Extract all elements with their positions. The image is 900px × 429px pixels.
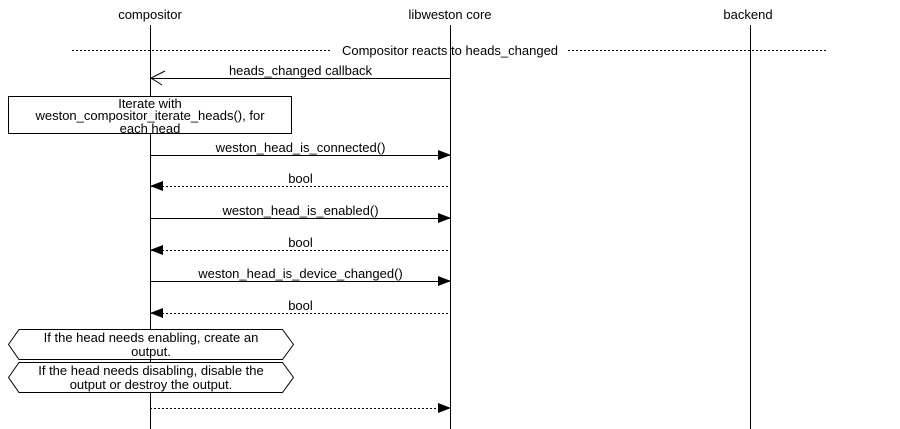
lifeline-libweston-core (450, 25, 451, 429)
filled-arrowhead-right-icon (438, 403, 451, 413)
message-bool-return-3: bool (150, 298, 451, 325)
hex-note-text: If the head needs disabling, disable the… (8, 364, 294, 391)
filled-arrowhead-left-icon (150, 245, 163, 255)
open-arrowhead-left-icon (149, 69, 166, 87)
message-label: bool (288, 235, 313, 250)
hex-note-enabling: If the head needs enabling, create an ou… (8, 329, 294, 360)
message-line (150, 218, 451, 219)
note-iterate-heads: Iterate with weston_compositor_iterate_h… (8, 96, 292, 136)
message-bool-return-1: bool (150, 171, 451, 198)
message-label: heads_changed callback (228, 63, 373, 78)
lifeline-compositor (150, 25, 151, 429)
hex-note-disabling: If the head needs disabling, disable the… (8, 362, 294, 393)
hexagon-outline (8, 362, 294, 393)
note-text-line: weston_compositor_iterate_heads(), for (35, 108, 265, 124)
message-line (150, 155, 451, 156)
message-line (150, 186, 451, 187)
filled-arrowhead-right-icon (438, 150, 451, 160)
filled-arrowhead-right-icon (438, 276, 451, 286)
lifeline-backend (750, 25, 751, 429)
note-text-line: output or destroy the output. (69, 376, 233, 392)
note-text-line: output. (131, 343, 171, 359)
message-label: weston_head_is_connected() (215, 140, 386, 155)
hexagon-outline (8, 329, 294, 360)
participant-label-backend: backend (723, 7, 773, 22)
message-line (150, 78, 451, 79)
divider-dotted-line-left (72, 50, 332, 51)
message-label: weston_head_is_device_changed() (198, 266, 403, 281)
message-unlabeled-return (150, 393, 451, 420)
message-bool-return-2: bool (150, 235, 451, 262)
participant-label-libweston-core: libweston core (408, 7, 492, 22)
message-weston-head-is-enabled: weston_head_is_enabled() (150, 203, 451, 230)
message-label: weston_head_is_enabled() (222, 203, 379, 218)
message-line (150, 281, 451, 282)
filled-arrowhead-left-icon (150, 181, 163, 191)
message-line (150, 250, 451, 251)
note-text-line: If the head needs enabling, create an (43, 330, 259, 345)
message-label: bool (288, 298, 313, 313)
filled-arrowhead-right-icon (438, 213, 451, 223)
hex-note-text: If the head needs enabling, create an ou… (8, 331, 294, 358)
message-label: bool (288, 171, 313, 186)
note-text-line: If the head needs disabling, disable the (38, 363, 264, 378)
message-label (150, 393, 451, 408)
filled-arrowhead-left-icon (150, 308, 163, 318)
note-text-line: Iterate with (118, 96, 182, 111)
message-line (150, 313, 451, 314)
note-text-line: each head (119, 120, 181, 136)
divider-title: Compositor reacts to heads_changed (341, 43, 559, 58)
participant-label-compositor: compositor (118, 7, 182, 22)
message-line (150, 408, 451, 409)
message-heads-changed-callback: heads_changed callback (149, 63, 451, 90)
divider-dotted-line-right (568, 50, 828, 51)
message-weston-head-is-connected: weston_head_is_connected() (150, 140, 451, 167)
message-weston-head-is-device-changed: weston_head_is_device_changed() (150, 266, 451, 293)
